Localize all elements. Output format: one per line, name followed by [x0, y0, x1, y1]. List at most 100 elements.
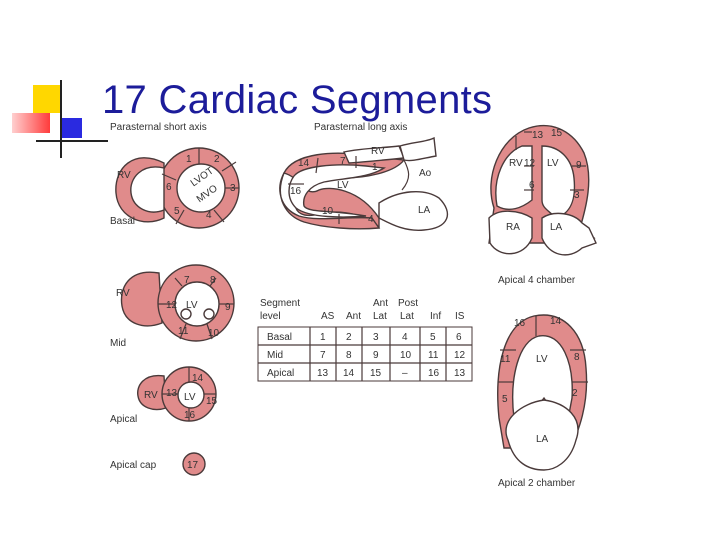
table-row-apical: Apical 13 14 15 – 16 13 — [267, 368, 466, 379]
svg-text:10: 10 — [400, 350, 412, 361]
deco-yellow-square — [33, 85, 61, 113]
a4c-seg-3: 3 — [574, 190, 580, 201]
level-mid: Mid — [110, 338, 126, 349]
svg-text:8: 8 — [346, 350, 352, 361]
plax-seg-16: 16 — [290, 186, 302, 197]
svg-text:6: 6 — [456, 332, 462, 343]
deco-vertical-line — [60, 80, 62, 158]
a2c-lv-label: LV — [536, 354, 548, 365]
psax-basal: RV 1 2 3 4 5 6 LVOT MVO Basal — [110, 147, 240, 229]
apical-rv-label: RV — [144, 390, 158, 401]
plax-lv-label: LV — [337, 180, 349, 191]
seg-10: 10 — [208, 328, 220, 339]
basal-rv-label: RV — [117, 170, 131, 181]
a2c-seg-16: 16 — [514, 318, 526, 329]
a4c-view: 13 15 RV 12 LV 9 6 3 RA LA Apical 4 cham… — [488, 124, 597, 286]
seg-2: 2 — [214, 154, 220, 165]
svg-text:3: 3 — [373, 332, 379, 343]
seg-6: 6 — [166, 182, 172, 193]
svg-text:Mid: Mid — [267, 350, 283, 361]
apical-cap: Apical cap 17 — [110, 452, 206, 476]
svg-text:5: 5 — [430, 332, 436, 343]
a4c-lv-label: LV — [547, 158, 559, 169]
a4c-seg-9: 9 — [576, 160, 582, 171]
a2c-seg-14: 14 — [550, 316, 562, 327]
seg-12: 12 — [166, 300, 178, 311]
psax-apical: RV 13 14 15 16 LV Apical — [110, 366, 218, 425]
a4c-seg-15: 15 — [551, 128, 563, 139]
plax-seg-1: 1 — [372, 162, 378, 173]
svg-text:1: 1 — [320, 332, 326, 343]
svg-text:Basal: Basal — [267, 332, 292, 343]
a4c-la-label: LA — [550, 222, 563, 233]
a4c-seg-6: 6 — [529, 180, 535, 191]
svg-text:4: 4 — [402, 332, 408, 343]
seg-17: 17 — [187, 460, 199, 471]
deco-blue-square — [62, 118, 82, 138]
svg-text:2: 2 — [346, 332, 352, 343]
seg-8: 8 — [210, 275, 216, 286]
svg-text:15: 15 — [370, 368, 382, 379]
mid-lv-label: LV — [186, 300, 198, 311]
th-ant2: Ant — [346, 311, 361, 322]
plax-view: RV Ao LV LA 14 7 1 16 10 4 — [279, 136, 449, 231]
seg-9: 9 — [225, 302, 231, 313]
plax-ao-label: Ao — [419, 168, 432, 179]
plax-rv-label: RV — [371, 146, 385, 157]
seg-13: 13 — [166, 388, 178, 399]
plax-la-label: LA — [418, 205, 431, 216]
th-post: Post — [398, 298, 418, 309]
seg-14: 14 — [192, 373, 204, 384]
slide-title: 17 Cardiac Segments — [102, 78, 493, 122]
a2c-seg-11: 11 — [500, 354, 511, 365]
th-postlat: Lat — [400, 311, 414, 322]
seg-4: 4 — [206, 210, 212, 221]
a2c-seg-2: 2 — [572, 388, 578, 399]
table-row-basal: Basal 1 2 3 4 5 6 — [267, 332, 462, 343]
a4c-seg-13: 13 — [532, 130, 544, 141]
th-segment: Segment — [260, 298, 300, 309]
th-ant: Ant — [373, 298, 388, 309]
a4c-rv-label: RV — [509, 158, 523, 169]
svg-text:13: 13 — [317, 368, 329, 379]
th-antlat: Lat — [373, 311, 387, 322]
th-level: level — [260, 311, 281, 322]
a2c-la-label: LA — [536, 434, 549, 445]
label-a4c: Apical 4 chamber — [498, 275, 576, 286]
deco-horizontal-line — [36, 140, 108, 142]
svg-text:13: 13 — [454, 368, 466, 379]
svg-text:12: 12 — [454, 350, 466, 361]
apical-lv-label: LV — [184, 392, 196, 403]
seg-11: 11 — [178, 326, 189, 337]
seg-7: 7 — [184, 275, 190, 286]
table-row-mid: Mid 7 8 9 10 11 12 — [267, 350, 466, 361]
svg-text:7: 7 — [320, 350, 326, 361]
label-plax: Parasternal long axis — [314, 122, 407, 133]
seg-5: 5 — [174, 206, 180, 217]
cardiac-segments-figure: Parasternal short axis Parasternal long … — [110, 122, 597, 489]
level-apical-cap: Apical cap — [110, 460, 157, 471]
a4c-ra-label: RA — [506, 222, 520, 233]
plax-seg-14: 14 — [298, 158, 310, 169]
a4c-seg-12: 12 — [524, 158, 536, 169]
seg-3: 3 — [230, 183, 236, 194]
plax-seg-4: 4 — [368, 214, 374, 225]
svg-text:11: 11 — [428, 350, 439, 361]
seg-1: 1 — [186, 154, 192, 165]
svg-text:Apical: Apical — [267, 368, 294, 379]
th-is: IS — [455, 311, 465, 322]
a2c-view: 16 14 11 8 5 2 LV LA Apical 2 chamber — [497, 314, 588, 489]
level-basal: Basal — [110, 216, 135, 227]
svg-text:9: 9 — [373, 350, 379, 361]
th-as: AS — [321, 311, 335, 322]
mid-rv-label: RV — [116, 288, 130, 299]
psax-mid: RV 7 8 9 10 11 12 LV Mid — [110, 264, 235, 349]
svg-text:–: – — [402, 368, 408, 379]
seg-15: 15 — [206, 396, 218, 407]
svg-text:16: 16 — [428, 368, 440, 379]
plax-seg-7: 7 — [340, 156, 346, 167]
svg-text:14: 14 — [343, 368, 355, 379]
th-inf: Inf — [430, 311, 441, 322]
level-apical: Apical — [110, 414, 137, 425]
label-a2c: Apical 2 chamber — [498, 478, 576, 489]
